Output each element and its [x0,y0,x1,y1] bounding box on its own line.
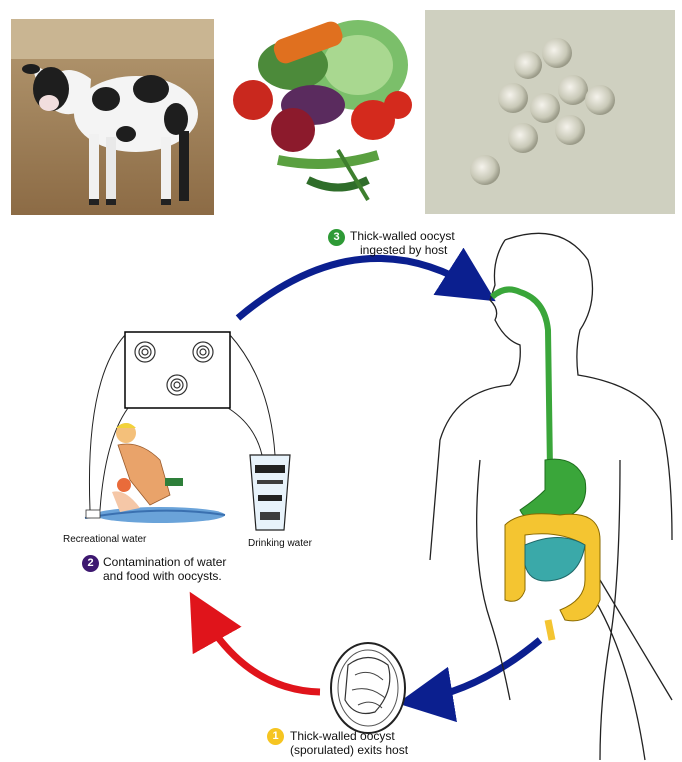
recreational-water-label: Recreational water [63,534,146,545]
step-2-badge: 2 [82,555,99,572]
step-3-text: Thick-walled oocyst ingested by host [350,229,455,257]
step-1-badge: 1 [267,728,284,745]
drinking-water-glass [250,455,290,530]
step-3-badge: 3 [328,229,345,246]
step-3-line1: Thick-walled oocyst [350,229,455,243]
step-3-line2: ingested by host [350,243,455,257]
small-intestine [525,538,585,582]
exit-arrow [418,640,540,700]
step-1-line1: Thick-walled oocyst [290,729,408,743]
ingestion-arrow [238,258,478,318]
step-2-line1: Contamination of water [103,555,226,569]
recreational-water-scene [85,423,225,523]
step-1-text: Thick-walled oocyst (sporulated) exits h… [290,729,408,757]
step-1-line2: (sporulated) exits host [290,743,408,757]
sporulated-oocyst [331,643,405,733]
stomach [520,459,586,523]
contamination-arrow [200,610,320,692]
step-2-line2: and food with oocysts. [103,569,226,583]
step-2-text: Contamination of water and food with ooc… [103,555,226,583]
drinking-water-label: Drinking water [248,538,312,549]
